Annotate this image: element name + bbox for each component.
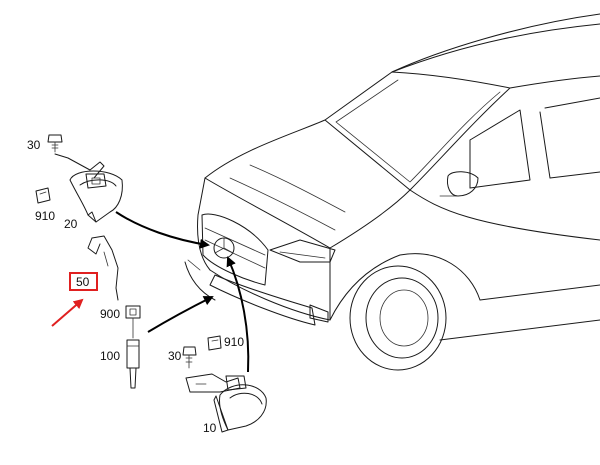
horn-assembly-lower — [182, 335, 267, 433]
assembly-arrows — [51, 211, 250, 373]
label-910-bottom: 910 — [224, 335, 244, 349]
arrow-highlight-pointer — [51, 298, 84, 327]
sensor-assembly — [125, 305, 141, 389]
horn-assembly-upper — [35, 134, 123, 301]
arrow-lower-horn — [226, 256, 250, 373]
arrow-upper-horn — [115, 211, 210, 249]
label-30-top: 30 — [27, 138, 41, 152]
vehicle-outline — [184, 13, 600, 371]
label-910-top: 910 — [35, 209, 55, 223]
label-50: 50 — [76, 275, 90, 289]
arrow-sensor — [147, 296, 214, 333]
label-900: 900 — [100, 307, 120, 321]
label-30-bottom: 30 — [168, 349, 182, 363]
highlight-box — [69, 272, 98, 291]
label-100: 100 — [100, 349, 120, 363]
label-10: 10 — [203, 421, 217, 435]
label-20: 20 — [64, 217, 78, 231]
